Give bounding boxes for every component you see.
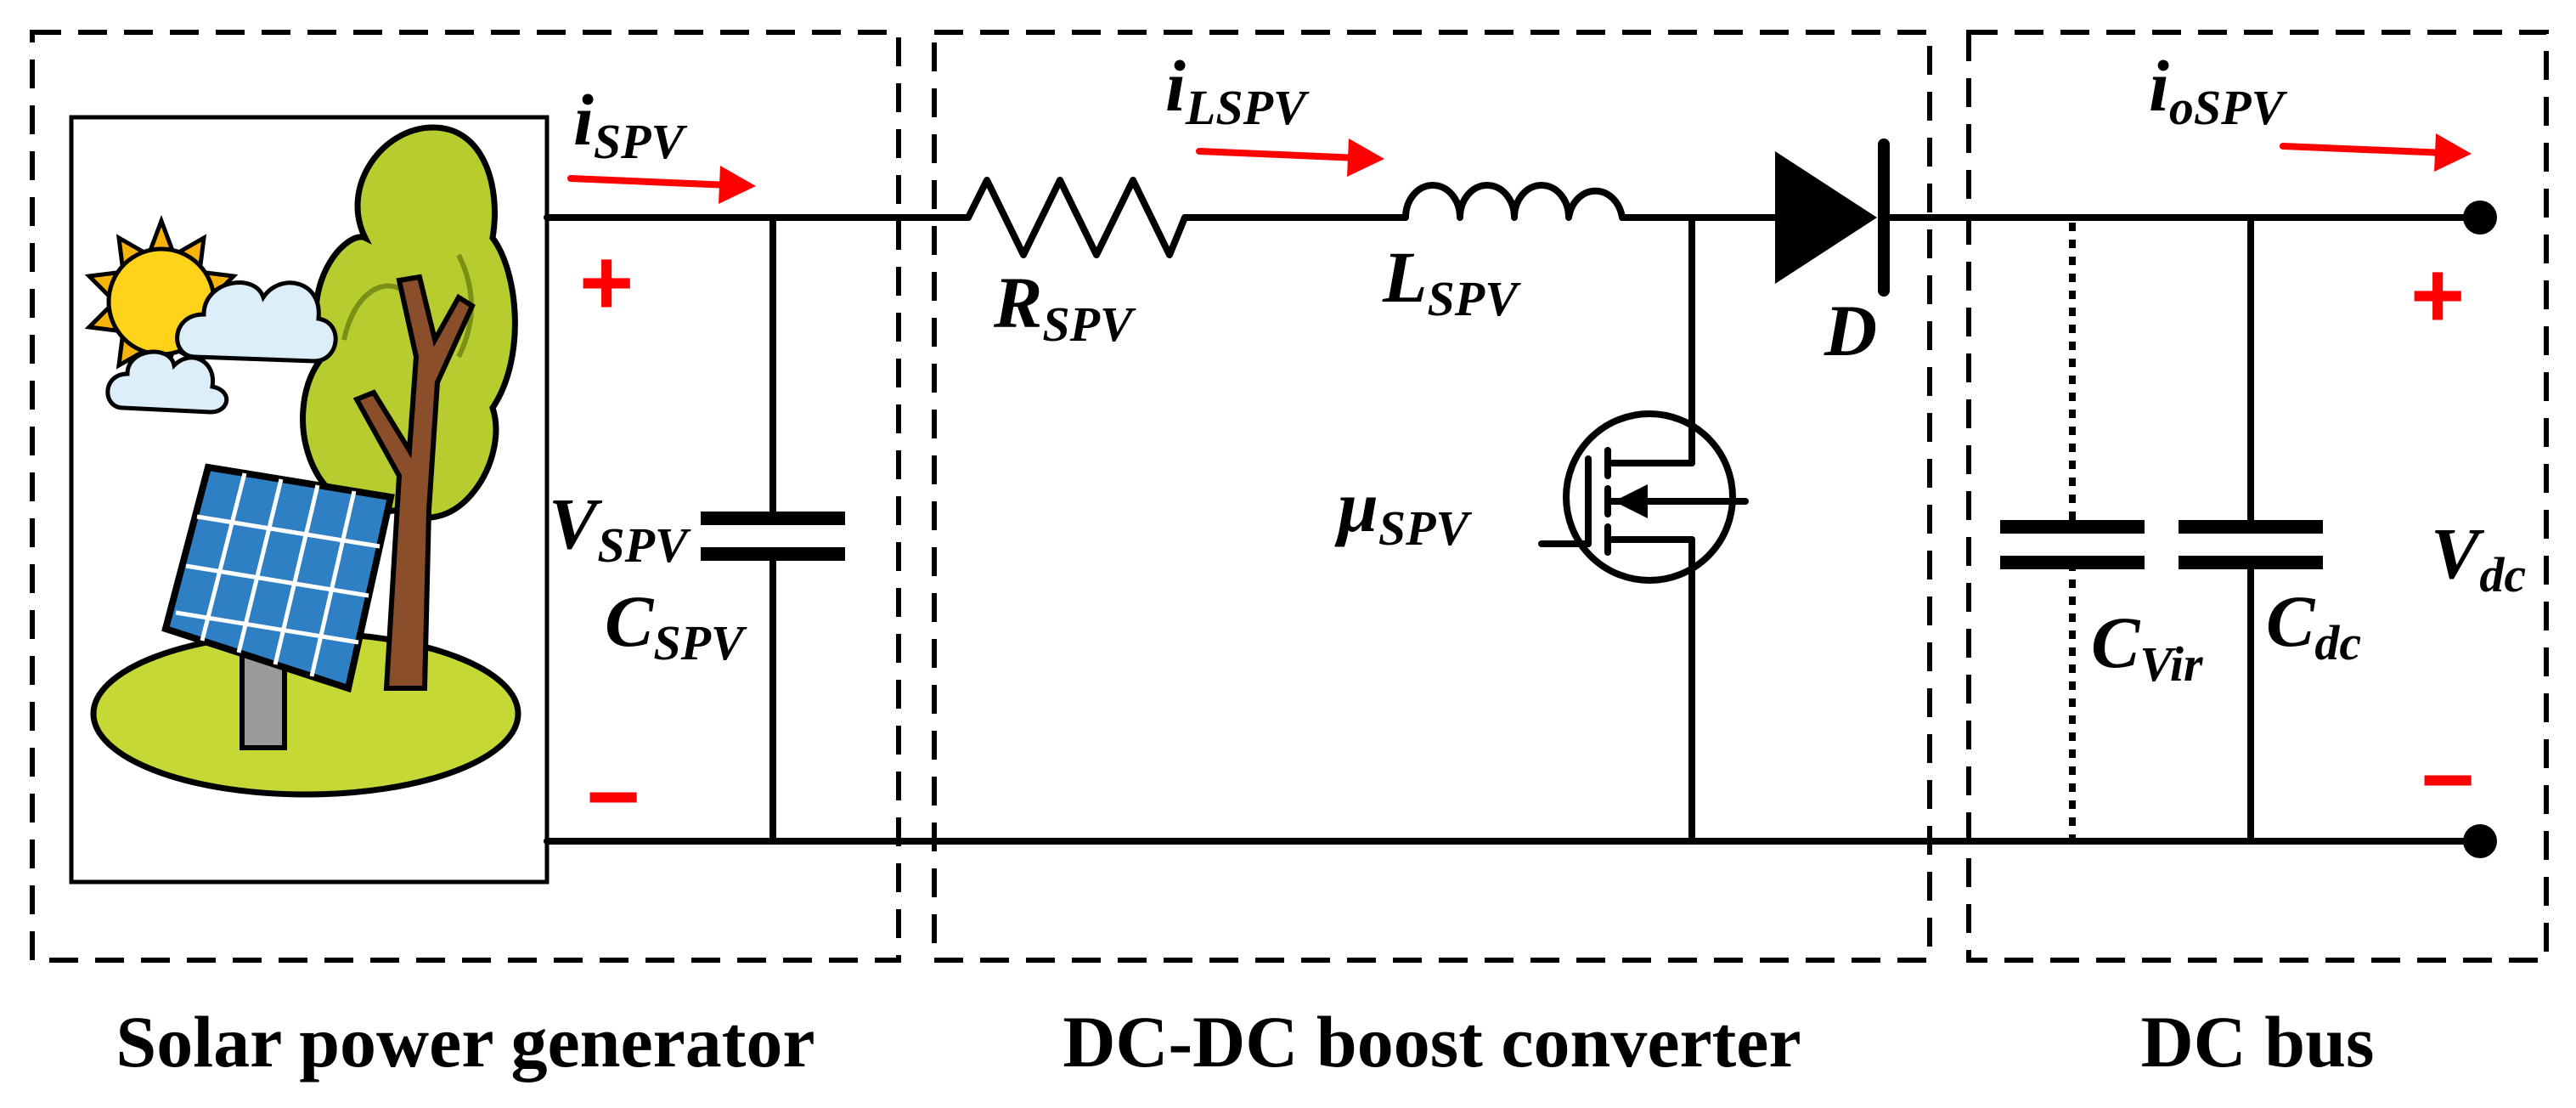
section-title-bus: DC bus bbox=[2141, 1001, 2375, 1083]
capacitor-c-vir bbox=[2000, 520, 2145, 569]
label-i-ospv: ioSPV bbox=[2149, 45, 2288, 135]
label-l-spv: LSPV bbox=[1382, 236, 1521, 326]
bus-section-box bbox=[1966, 30, 2549, 963]
label-v-dc: Vdc bbox=[2431, 512, 2526, 602]
solar-illustration bbox=[69, 115, 550, 885]
label-r-spv: RSPV bbox=[993, 262, 1136, 352]
diode-d bbox=[1775, 138, 1890, 297]
capacitor-c-dc bbox=[2179, 520, 2323, 569]
label-c-vir: CVir bbox=[2091, 602, 2203, 692]
label-i-spv: iSPV bbox=[573, 79, 688, 169]
dc-bus-negative-terminal bbox=[2463, 824, 2497, 858]
current-arrow-i-spv bbox=[567, 166, 756, 204]
label-d: D bbox=[1823, 290, 1877, 371]
inductor-l-spv bbox=[1398, 182, 1626, 221]
section-title-converter: DC-DC boost converter bbox=[1063, 1001, 1801, 1083]
current-arrow-i-ospv bbox=[2280, 133, 2472, 172]
capacitor-c-spv bbox=[701, 512, 845, 561]
label-i-lspv: iLSPV bbox=[1165, 45, 1310, 135]
label-v-spv: VSPV bbox=[549, 483, 691, 573]
solar-plus-sign: + bbox=[579, 230, 634, 335]
bus-plus-sign: + bbox=[2410, 243, 2465, 348]
wires bbox=[544, 214, 2477, 845]
mosfet-switch bbox=[1538, 410, 1749, 602]
current-arrow-i-lspv bbox=[1196, 138, 1384, 177]
label-c-spv: CSPV bbox=[605, 580, 747, 670]
dc-bus-positive-terminal bbox=[2463, 201, 2497, 235]
label-mu-spv: μSPV bbox=[1334, 466, 1473, 556]
label-c-dc: Cdc bbox=[2266, 580, 2361, 670]
resistor-r-spv bbox=[965, 177, 1188, 258]
solar-section-box bbox=[30, 30, 901, 963]
solar-minus-sign: − bbox=[586, 744, 640, 849]
section-title-solar: Solar power generator bbox=[116, 1001, 815, 1083]
bus-minus-sign: − bbox=[2421, 727, 2475, 832]
